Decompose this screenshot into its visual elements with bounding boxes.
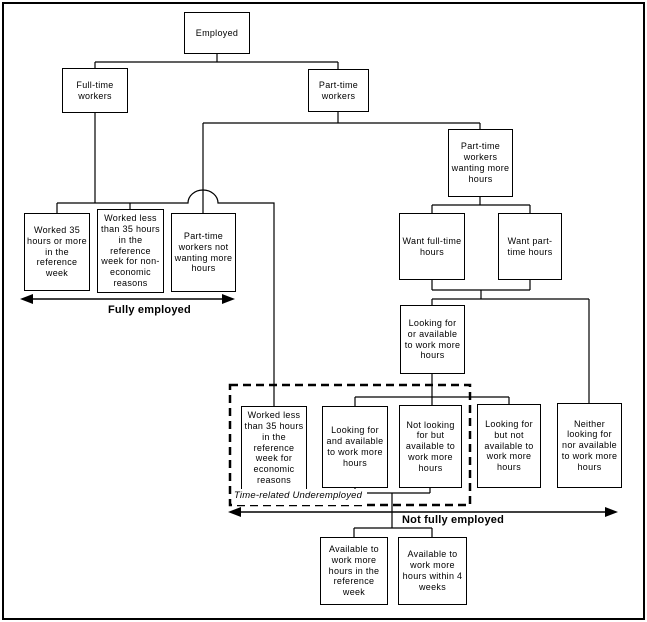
node-available-4-weeks: Available to work more hours within 4 we… (398, 537, 467, 605)
node-available-reference-week: Available to work more hours in the refe… (320, 537, 388, 605)
node-pt-not-wanting-more: Part-time workers not wanting more hours (171, 213, 236, 292)
connector-want-split (432, 197, 530, 213)
node-employed: Employed (184, 12, 250, 54)
time-related-underemployed-label: Time-related Underemployed (233, 489, 368, 505)
node-want-full-time: Want full-time hours (399, 213, 465, 280)
not-fully-employed-arrow (228, 507, 618, 517)
connector-want-merge (432, 280, 530, 299)
connector-looking-split (355, 374, 509, 406)
node-worked-less-non-economic: Worked less than 35 hours in the referen… (97, 209, 164, 293)
node-looking-and-available: Looking for and available to work more h… (322, 406, 388, 488)
not-fully-employed-label: Not fully employed (402, 514, 504, 526)
node-part-time-workers: Part-time workers (308, 69, 369, 112)
node-not-looking-but-available: Not looking for but available to work mo… (399, 405, 462, 488)
node-worked-35-or-more: Worked 35 hours or more in the reference… (24, 213, 90, 291)
node-full-time-workers: Full-time workers (62, 68, 128, 113)
node-worked-less-economic: Worked less than 35 hours in the referen… (241, 406, 307, 490)
fully-employed-label: Fully employed (108, 304, 191, 316)
connector-bottom-split (354, 528, 432, 537)
time-related-underemployed-region (230, 385, 470, 505)
connector-top-split (95, 54, 338, 69)
connector-parttime-branch (203, 112, 480, 213)
node-looking-but-not-available: Looking for but not available to work mo… (477, 404, 541, 488)
node-looking-or-available: Looking for or available to work more ho… (400, 305, 465, 374)
node-pt-wanting-more: Part-time workers wanting more hours (448, 129, 513, 197)
connector-fulltime-branch (57, 113, 274, 406)
fully-employed-arrow (20, 294, 235, 304)
node-neither-looking-nor-available: Neither looking for nor available to wor… (557, 403, 622, 488)
node-want-part-time: Want part-time hours (498, 213, 562, 280)
connector-availability-split (432, 299, 589, 403)
